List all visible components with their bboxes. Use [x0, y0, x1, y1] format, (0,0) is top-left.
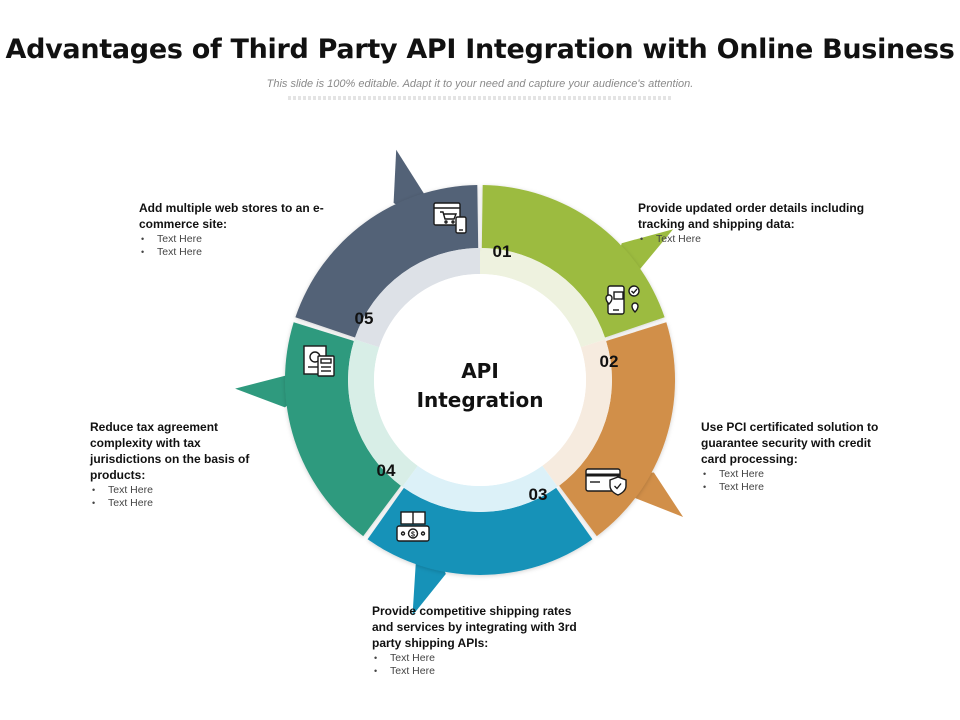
advantage-bullets-01: Text Here	[638, 233, 888, 246]
segment-number-05: 05	[355, 309, 374, 328]
slide-subtitle: This slide is 100% editable. Adapt it to…	[266, 78, 694, 90]
segment-number-01: 01	[493, 242, 512, 261]
segment-outer-ring-04	[284, 322, 401, 537]
advantage-heading-01: Provide updated order details including …	[638, 201, 865, 231]
segment-inner-ring-04	[348, 339, 418, 487]
center-label-line2: Integration	[417, 388, 544, 412]
slide-title: Advantages of Third Party API Integratio…	[5, 34, 955, 65]
advantage-bullets-02: Text Here Text Here	[701, 468, 886, 494]
advantage-text-02: Use PCI certificated solution to guarant…	[701, 419, 886, 494]
bullet-item: Text Here	[701, 468, 886, 481]
segment-inner-ring-03	[402, 465, 558, 513]
bullet-item: Text Here	[90, 497, 270, 510]
advantage-bullets-03: Text Here Text Here	[372, 652, 587, 678]
center-circle	[374, 274, 586, 486]
segment-outer-ring-03	[367, 487, 593, 575]
segment-inner-ring-05	[354, 248, 480, 348]
advantage-bullets-05: Text Here Text Here	[139, 233, 334, 259]
bullet-item: Text Here	[139, 233, 334, 246]
bullet-item: Text Here	[139, 246, 334, 259]
segment-outer-ring-05	[295, 185, 479, 338]
advantage-heading-03: Provide competitive shipping rates and s…	[372, 604, 577, 650]
bullet-item: Text Here	[372, 665, 587, 678]
advantage-heading-02: Use PCI certificated solution to guarant…	[701, 420, 879, 466]
advantage-heading-05: Add multiple web stores to an e-commerce…	[139, 201, 324, 231]
secure-card-icon	[585, 468, 627, 496]
advantage-text-03: Provide competitive shipping rates and s…	[372, 603, 587, 678]
shipping-money-icon: $	[396, 511, 430, 542]
tax-calculator-icon	[303, 345, 335, 377]
web-store-icon	[433, 202, 467, 234]
bullet-item: Text Here	[90, 484, 270, 497]
advantage-bullets-04: Text Here Text Here	[90, 484, 270, 510]
advantage-heading-04: Reduce tax agreement complexity with tax…	[90, 420, 250, 482]
advantage-text-05: Add multiple web stores to an e-commerce…	[139, 200, 334, 259]
segment-inner-ring-02	[542, 339, 612, 487]
bullet-item: Text Here	[372, 652, 587, 665]
center-label-line1: API	[461, 359, 499, 383]
segment-03	[367, 465, 593, 616]
bullet-item: Text Here	[638, 233, 888, 246]
subtitle-underline	[288, 96, 672, 100]
segment-number-04: 04	[377, 461, 396, 480]
bullet-item: Text Here	[701, 481, 886, 494]
segment-inner-ring-01	[480, 248, 606, 348]
advantage-text-01: Provide updated order details including …	[638, 200, 888, 246]
mobile-tracking-icon	[605, 285, 640, 315]
segment-number-03: 03	[529, 485, 548, 504]
svg-text:$: $	[411, 532, 415, 539]
advantage-text-04: Reduce tax agreement complexity with tax…	[90, 419, 270, 510]
segment-number-02: 02	[600, 352, 619, 371]
